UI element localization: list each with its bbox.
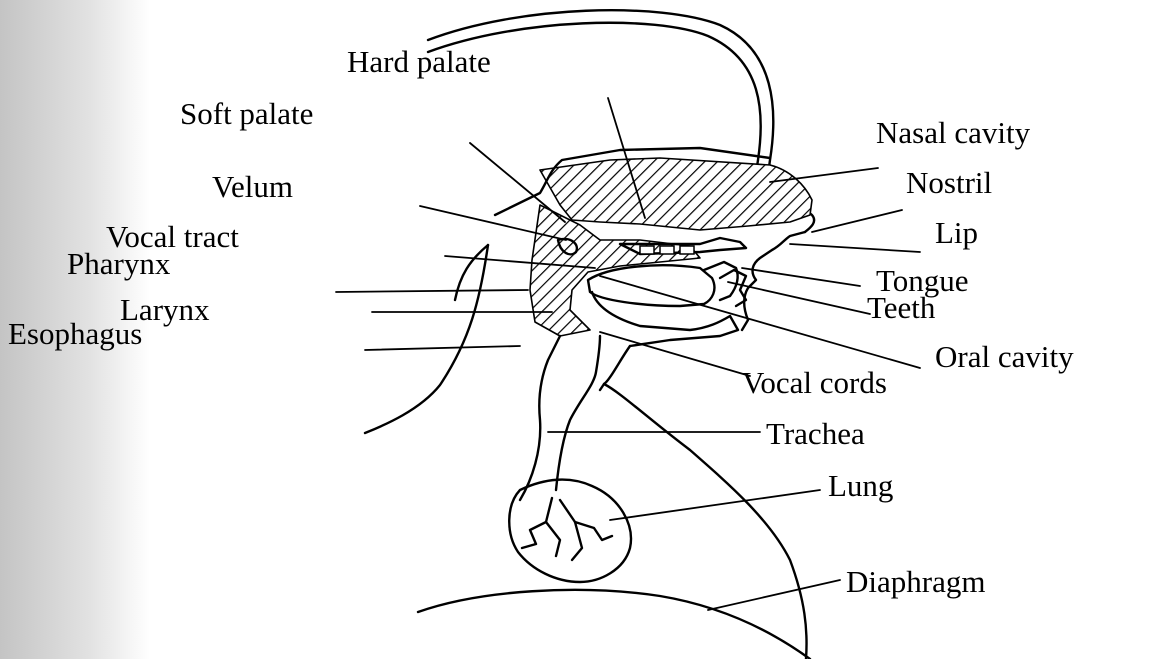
label-velum: Velum: [212, 169, 293, 204]
label-nasal-cavity: Nasal cavity: [876, 115, 1031, 150]
label-teeth: Teeth: [867, 290, 936, 325]
label-vocal-cords: Vocal cords: [742, 365, 887, 400]
label-soft-palate: Soft palate: [180, 96, 313, 131]
label-nostril: Nostril: [906, 165, 992, 200]
label-trachea: Trachea: [766, 416, 865, 451]
label-esophagus: Esophagus: [8, 316, 142, 351]
label-hard-palate: Hard palate: [347, 44, 491, 79]
nasal-cavity-region: [540, 158, 812, 230]
label-lung: Lung: [828, 468, 893, 503]
lung: [509, 480, 631, 582]
label-pharynx: Pharynx: [67, 246, 171, 281]
tongue-and-jaw: [588, 262, 746, 346]
label-lip: Lip: [935, 215, 978, 250]
label-diaphragm: Diaphragm: [846, 564, 985, 599]
label-oral-cavity: Oral cavity: [935, 339, 1074, 374]
